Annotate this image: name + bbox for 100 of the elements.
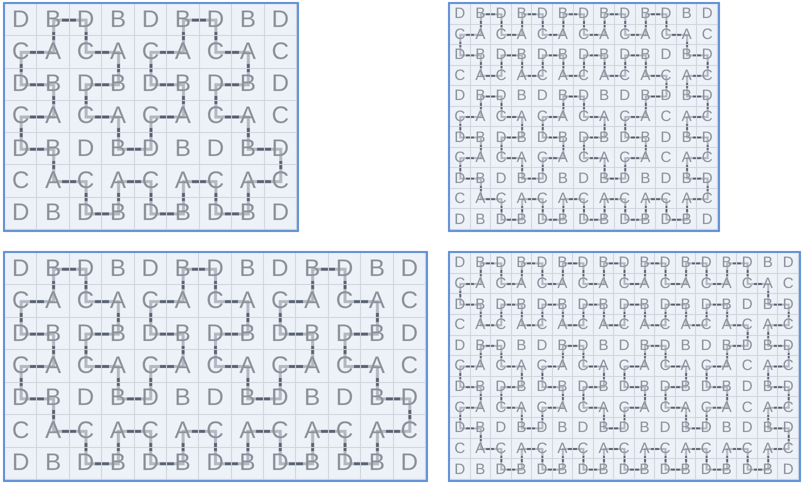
grid-letter: A — [368, 354, 386, 378]
grid-letter: D — [535, 338, 548, 353]
grid-letter: D — [453, 462, 466, 477]
grid-letter: A — [109, 40, 128, 64]
grid-letter: C — [270, 354, 290, 378]
grid-letter: C — [536, 150, 549, 166]
grid-letter: D — [536, 130, 549, 145]
grid-letter: D — [740, 255, 754, 270]
grid-letter: C — [576, 276, 590, 291]
grid-letter: D — [453, 212, 466, 227]
grid-letter: A — [474, 400, 486, 415]
grid-letter: C — [494, 358, 508, 374]
grid-letter: A — [598, 191, 610, 206]
grid-letter: A — [720, 400, 733, 415]
grid-letter: A — [639, 108, 652, 124]
grid-letter: B — [556, 6, 569, 22]
grid-letter: D — [782, 338, 795, 353]
grid-letter: A — [680, 26, 693, 42]
grid-letter: B — [597, 338, 610, 353]
grid-letter: B — [474, 462, 486, 477]
grid-letter: C — [576, 358, 590, 374]
grid-letter: C — [494, 441, 508, 456]
grid-letter: B — [598, 170, 610, 186]
grid-letter: A — [516, 150, 528, 166]
grid-letter: D — [576, 338, 590, 353]
grid-letter: B — [556, 462, 568, 477]
grid-letter: C — [740, 400, 754, 415]
grid-letter: D — [577, 47, 590, 62]
grid-letter: A — [109, 104, 128, 128]
grid-letter: A — [598, 150, 610, 166]
grid-letter: C — [577, 150, 590, 166]
grid-letter: D — [536, 170, 549, 186]
grid-letter: B — [515, 462, 528, 477]
grid-letter: A — [680, 68, 693, 83]
grid-letter: A — [762, 358, 774, 374]
grid-letter: D — [536, 212, 549, 227]
grid-letter: B — [474, 296, 486, 312]
grid-letter: B — [720, 296, 733, 312]
grid-letter: B — [474, 130, 486, 145]
grid-letter: C — [700, 150, 714, 166]
grid-letter: C — [577, 26, 590, 42]
grid-letter: C — [494, 68, 508, 83]
grid-letter: D — [700, 296, 713, 312]
grid-letter: C — [205, 418, 225, 443]
grid-letter: D — [618, 130, 632, 145]
grid-letter: A — [109, 169, 128, 194]
grid-letter: C — [494, 108, 508, 124]
grid-letter: C — [270, 289, 290, 314]
grid-letter: A — [368, 418, 386, 443]
grid-letter: C — [576, 400, 590, 415]
grid-letter: C — [618, 68, 632, 83]
grid-letter: B — [516, 212, 528, 227]
grid-letter: C — [782, 317, 795, 332]
grid-letter: A — [597, 400, 610, 415]
grid-letter: D — [576, 255, 590, 270]
grid-letter: C — [577, 68, 590, 83]
grid-letter: D — [577, 212, 590, 227]
grid-letter: B — [680, 462, 692, 477]
letter-grid — [3, 2, 299, 232]
grid-letter: D — [782, 420, 795, 436]
grid-letter: B — [639, 130, 652, 145]
grid-letter: C — [740, 441, 754, 456]
grid-letter: C — [618, 150, 632, 166]
grid-letter: A — [474, 276, 486, 291]
grid-letter: B — [556, 130, 569, 145]
grid-letter: A — [515, 441, 528, 456]
grid-letter: C — [453, 400, 466, 415]
grid-letter: B — [680, 130, 693, 145]
grid-letter: C — [140, 104, 160, 128]
grid-letter: D — [205, 322, 225, 346]
grid-letter: C — [11, 289, 30, 314]
grid-letter: B — [474, 379, 486, 394]
letter-grid — [448, 2, 720, 232]
grid-letter: D — [76, 8, 96, 32]
grid-letter: A — [238, 354, 256, 378]
grid-letter: D — [494, 47, 508, 62]
grid-letter: C — [618, 108, 632, 124]
grid-letter: B — [516, 130, 528, 145]
grid-letter: D — [618, 47, 632, 62]
grid-letter: C — [334, 418, 354, 443]
grid-letter: D — [618, 462, 630, 477]
grid-letter: B — [680, 255, 692, 270]
grid-letter: D — [494, 130, 508, 145]
grid-letter: B — [516, 47, 528, 62]
grid-letter: C — [536, 68, 549, 83]
grid-letter: C — [535, 276, 548, 291]
grid-letter: C — [535, 400, 548, 415]
grid-letter: B — [303, 322, 322, 346]
grid-letter: D — [700, 462, 713, 477]
grid-letter: A — [474, 68, 486, 83]
grid-letter: B — [638, 255, 651, 270]
grid-letter: B — [174, 256, 192, 281]
grid-letter: B — [556, 88, 569, 104]
grid-letter: A — [556, 108, 569, 124]
grid-letter: A — [516, 191, 528, 206]
grid-letter: C — [700, 317, 713, 332]
grid-letter: B — [515, 255, 528, 270]
grid-letter: A — [556, 191, 569, 206]
grid-letter: A — [174, 418, 192, 443]
grid-letter: C — [453, 317, 466, 332]
